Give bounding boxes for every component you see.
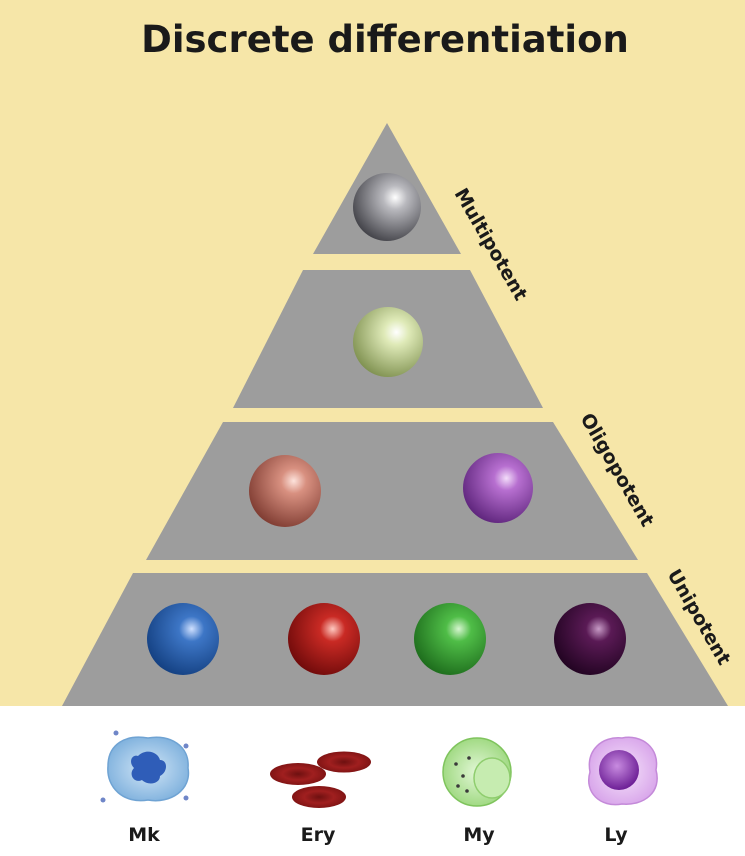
multipotent-progenitor-icon <box>353 173 421 241</box>
oligopotent-progenitor-left-icon <box>249 455 321 527</box>
megakaryocyte-icon <box>101 731 189 803</box>
cell-label-ly: Ly <box>604 824 628 846</box>
unipotent-progenitor-mk-icon <box>147 603 219 675</box>
lymphocyte-icon <box>589 737 657 804</box>
cell-label-my: My <box>463 824 495 846</box>
cell-label-ery: Ery <box>301 824 336 846</box>
oligopotent-progenitor-right-icon <box>463 453 533 523</box>
upper-oligopotent-progenitor-icon <box>353 307 423 377</box>
myeloid-cell-icon <box>443 738 511 806</box>
unipotent-progenitor-ery-icon <box>288 603 360 675</box>
pyramid-tier-oligopotent <box>146 422 638 560</box>
unipotent-progenitor-my-icon <box>414 603 486 675</box>
cell-label-mk: Mk <box>128 824 160 846</box>
unipotent-progenitor-ly-icon <box>554 603 626 675</box>
diagram-title: Discrete differentiation <box>141 18 629 61</box>
erythrocyte-icon <box>270 752 371 809</box>
